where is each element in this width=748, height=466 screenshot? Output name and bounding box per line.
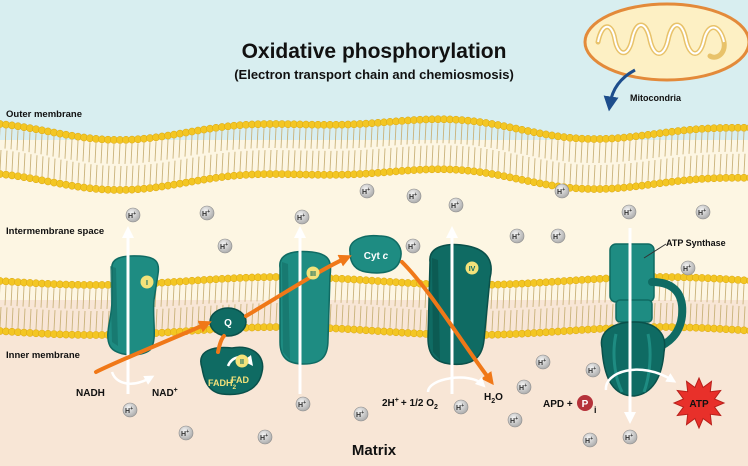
proton-ions: H+ H+ H+ H+ H+ H+ H+ H+ H+ H+ H+ H+ H+ H+ H+ H+ H+ H+ H+ H+… — [122, 183, 711, 448]
h-ion: H+ — [295, 396, 311, 412]
fad-label: FAD — [231, 375, 250, 385]
outer-membrane-top-fill — [0, 95, 748, 138]
svg-text:H+: H+ — [519, 383, 527, 392]
atp-label: ATP — [689, 399, 709, 410]
oxygen-to-water-arrow — [426, 376, 486, 393]
h-ion: H+ — [294, 209, 310, 225]
h-ion: H+ — [353, 406, 369, 422]
page-title: Oxidative phosphorylation — [242, 40, 507, 63]
nadh-label: NADH — [76, 388, 105, 399]
page-subtitle: (Electron transport chain and chemiosmos… — [234, 67, 514, 82]
nad-label: NAD+ — [152, 387, 178, 399]
outer-membrane-bilayer — [0, 115, 748, 194]
atp-synthase-label: ATP Synthase — [666, 238, 726, 248]
atp-star — [672, 376, 726, 430]
svg-text:H+: H+ — [585, 436, 593, 445]
cyt-c-label: Cyt c — [364, 251, 389, 262]
outer-membrane-label: Outer membrane — [6, 109, 82, 120]
proton-pump-arrows — [122, 226, 636, 424]
complex-i — [107, 255, 160, 356]
h-ion: H+ — [621, 204, 637, 220]
electron-transport-path — [94, 254, 494, 386]
complex-iv-numeral: IV — [469, 266, 476, 273]
svg-text:H+: H+ — [128, 211, 136, 220]
h-ion: H+ — [125, 207, 141, 223]
complex-iii-numeral: III — [310, 271, 316, 278]
h-ion: H+ — [217, 238, 233, 254]
h-ion: H+ — [405, 238, 421, 254]
svg-text:H+: H+ — [451, 201, 459, 210]
cytochrome-c — [349, 234, 402, 274]
svg-text:H+: H+ — [683, 264, 691, 273]
h-ion: H+ — [554, 183, 570, 199]
matrix-label: Matrix — [352, 442, 397, 459]
svg-text:H+: H+ — [588, 366, 596, 375]
h-ion: H+ — [509, 228, 525, 244]
svg-text:H+: H+ — [362, 187, 370, 196]
svg-text:H+: H+ — [557, 187, 565, 196]
h-ion: H+ — [507, 412, 523, 428]
svg-text:H+: H+ — [409, 192, 417, 201]
svg-text:H+: H+ — [624, 208, 632, 217]
complex-i-numeral: I — [146, 280, 148, 287]
h-ion: H+ — [516, 379, 532, 395]
h-ion: H+ — [622, 429, 638, 445]
svg-text:H+: H+ — [510, 416, 518, 425]
svg-text:H+: H+ — [456, 403, 464, 412]
mitochondria-label: Mitocondria — [630, 93, 682, 103]
svg-text:H+: H+ — [356, 410, 364, 419]
atp-synthase-complex — [600, 243, 687, 397]
svg-text:H+: H+ — [625, 433, 633, 442]
h-ion: H+ — [582, 432, 598, 448]
svg-text:H+: H+ — [538, 358, 546, 367]
h-ion: H+ — [453, 399, 469, 415]
complex-ii-numeral: II — [240, 359, 244, 366]
h-ion: H+ — [359, 183, 375, 199]
h-ion: H+ — [585, 362, 601, 378]
complex-iii-badge — [306, 266, 320, 280]
h-ion: H+ — [680, 260, 696, 276]
fadh2-label: FADH2 — [208, 378, 237, 391]
h-ion: H+ — [535, 354, 551, 370]
conversion-arrows — [110, 354, 677, 393]
pi-subscript: i — [594, 405, 597, 415]
complex-i-badge — [140, 275, 154, 289]
svg-text:H+: H+ — [297, 213, 305, 222]
pi-label: P — [582, 399, 589, 410]
h-ion: H+ — [550, 228, 566, 244]
complex-iv-badge — [465, 261, 479, 275]
inner-membrane-label: Inner membrane — [6, 350, 80, 361]
h-ion: H+ — [178, 425, 194, 441]
oxygen-label: 2H++ 1/2 O2 — [382, 397, 438, 411]
mitochondria-illustration — [583, 2, 748, 112]
apd-label: APD + — [543, 399, 573, 410]
svg-text:H+: H+ — [408, 242, 416, 251]
nadh-to-nad-arrow — [110, 371, 155, 385]
svg-text:H+: H+ — [512, 232, 520, 241]
atp-synthase-leader — [643, 243, 667, 259]
complex-iii — [279, 250, 332, 365]
svg-text:H+: H+ — [553, 232, 561, 241]
svg-text:H+: H+ — [202, 209, 210, 218]
phosphate-circle — [577, 395, 593, 411]
complex-ii-badge — [235, 354, 249, 368]
svg-text:H+: H+ — [298, 400, 306, 409]
q-label: Q — [224, 318, 232, 329]
svg-text:H+: H+ — [260, 433, 268, 442]
h-ion: H+ — [199, 205, 215, 221]
svg-text:H+: H+ — [125, 406, 133, 415]
h-ion: H+ — [695, 204, 711, 220]
h-ion: H+ — [122, 402, 138, 418]
h-ion: H+ — [257, 429, 273, 445]
water-label: H2O — [484, 392, 503, 405]
intermembrane-space-label: Intermembrane space — [6, 226, 104, 237]
h-ion: H+ — [406, 188, 422, 204]
h-ion: H+ — [448, 197, 464, 213]
svg-text:H+: H+ — [181, 429, 189, 438]
svg-text:H+: H+ — [220, 242, 228, 251]
adp-to-atp-arrow — [604, 368, 677, 391]
svg-text:H+: H+ — [698, 208, 706, 217]
